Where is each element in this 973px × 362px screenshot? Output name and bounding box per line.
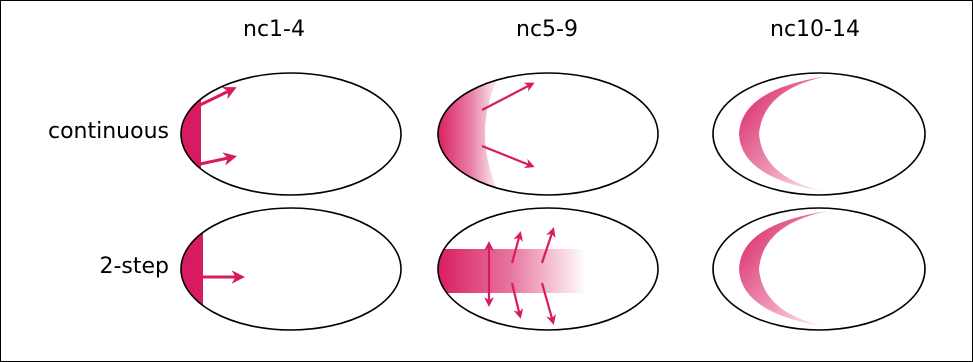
row-label-continuous: continuous <box>48 119 169 144</box>
column-label-nc5-9: nc5-9 <box>516 17 578 42</box>
embryo-2-step-nc5-9 <box>437 207 659 331</box>
embryo-2-step-nc1-4 <box>180 207 402 331</box>
column-label-nc1-4: nc1-4 <box>243 17 305 42</box>
column-label-nc10-14: nc10-14 <box>770 17 860 42</box>
row-label-2-step: 2-step <box>99 254 169 279</box>
embryo-continuous-nc10-14 <box>712 72 926 196</box>
embryo-continuous-nc1-4 <box>180 72 402 196</box>
embryo-continuous-nc5-9 <box>437 72 659 196</box>
embryo-2-step-nc10-14 <box>712 207 926 331</box>
